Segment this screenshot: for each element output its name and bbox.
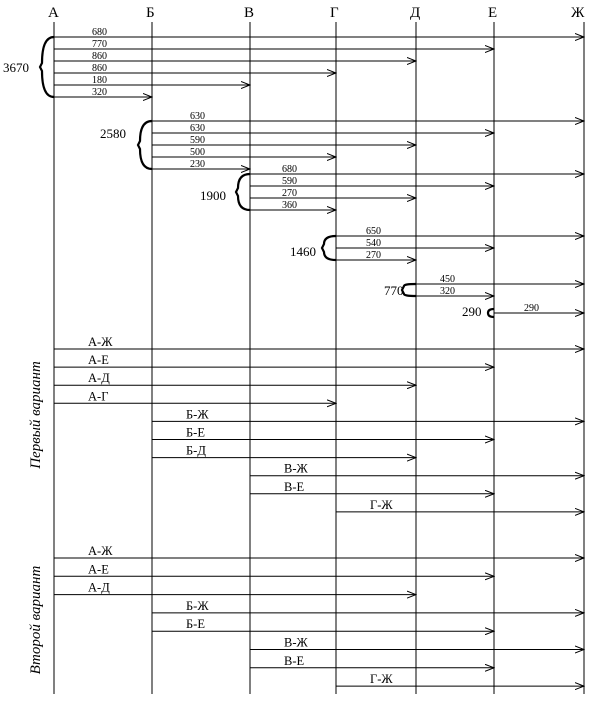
flow-value-label: 360 [282, 200, 297, 211]
column-label-3: Г [330, 5, 339, 21]
route-label: Б-Е [186, 426, 205, 440]
column-label-4: Д [410, 5, 420, 21]
route-label: В-Ж [284, 462, 309, 476]
route-label: А-Д [88, 581, 110, 595]
column-label-5: Е [488, 5, 497, 21]
column-labels: А Б В Г Д Е Ж [48, 5, 585, 21]
group-total-label: 2580 [100, 126, 126, 141]
route-label: Б-Ж [186, 599, 209, 613]
flow-value-label: 230 [190, 159, 205, 170]
column-label-6: Ж [571, 5, 585, 21]
column-label-0: А [48, 5, 59, 21]
flow-value-label: 270 [366, 250, 381, 261]
route-label: Г-Ж [370, 498, 393, 512]
flow-value-label: 590 [282, 176, 297, 187]
group-brace [234, 172, 251, 212]
flow-value-label: 680 [282, 164, 297, 175]
route-label: А-Ж [88, 544, 113, 558]
group-total-label: 1900 [200, 188, 226, 203]
route-label: А-Д [88, 371, 110, 385]
group-total-label: 1460 [290, 244, 316, 259]
route-label: Б-Д [186, 444, 206, 458]
variant-title: Второй вариант [28, 566, 44, 675]
group-total-label: 290 [462, 304, 482, 319]
flow-value-label: 860 [92, 51, 107, 62]
flow-value-label: 180 [92, 75, 107, 86]
variant-block-1: А-Ж А-Е А-Д Б-Ж Б-Е В-Ж В-Е Г-Ж Второй вариант [28, 544, 584, 686]
route-label: Г-Ж [370, 672, 393, 686]
flow-value-label: 590 [190, 135, 205, 146]
flow-value-label: 650 [366, 226, 381, 237]
route-label: В-Ж [284, 636, 309, 650]
flow-value-label: 320 [440, 286, 455, 297]
route-label: Б-Е [186, 617, 205, 631]
flow-value-label: 630 [190, 123, 205, 134]
flow-value-label: 450 [440, 274, 455, 285]
flow-value-label: 630 [190, 111, 205, 122]
flow-groups: 6807708608601803203670630630590500230258… [3, 27, 584, 319]
group-brace [400, 282, 417, 298]
group-total-label: 3670 [3, 60, 29, 75]
flow-value-label: 500 [190, 147, 205, 158]
group-total-label: 770 [384, 283, 404, 298]
group-brace [38, 35, 55, 99]
flow-value-label: 320 [92, 87, 107, 98]
route-label: А-Е [88, 562, 109, 576]
flow-value-label: 680 [92, 27, 107, 38]
variants: А-Ж А-Е А-Д А-Г Б-Ж Б-Е Б-Д В-Ж В-Е Г-Ж Первый вар… [28, 335, 584, 686]
group-brace [486, 307, 495, 319]
route-label: В-Е [284, 480, 305, 494]
column-label-2: В [244, 5, 254, 21]
flow-group-5: 290 290 [462, 303, 584, 319]
flow-value-label: 540 [366, 238, 381, 249]
route-label: А-Г [88, 389, 108, 403]
route-label: А-Ж [88, 335, 113, 349]
flow-value-label: 860 [92, 63, 107, 74]
route-label: В-Е [284, 654, 305, 668]
group-brace [136, 119, 153, 171]
route-label: Б-Ж [186, 407, 209, 421]
group-brace [320, 234, 337, 262]
column-lines [53, 22, 585, 694]
route-label: А-Е [88, 353, 109, 367]
flow-value-label: 290 [524, 303, 539, 314]
flow-value-label: 770 [92, 39, 107, 50]
flow-value-label: 270 [282, 188, 297, 199]
variant-block-0: А-Ж А-Е А-Д А-Г Б-Ж Б-Е Б-Д В-Ж В-Е Г-Ж Первый вар… [28, 335, 584, 512]
variant-title: Первый вариант [28, 361, 44, 470]
column-label-1: Б [146, 5, 155, 21]
